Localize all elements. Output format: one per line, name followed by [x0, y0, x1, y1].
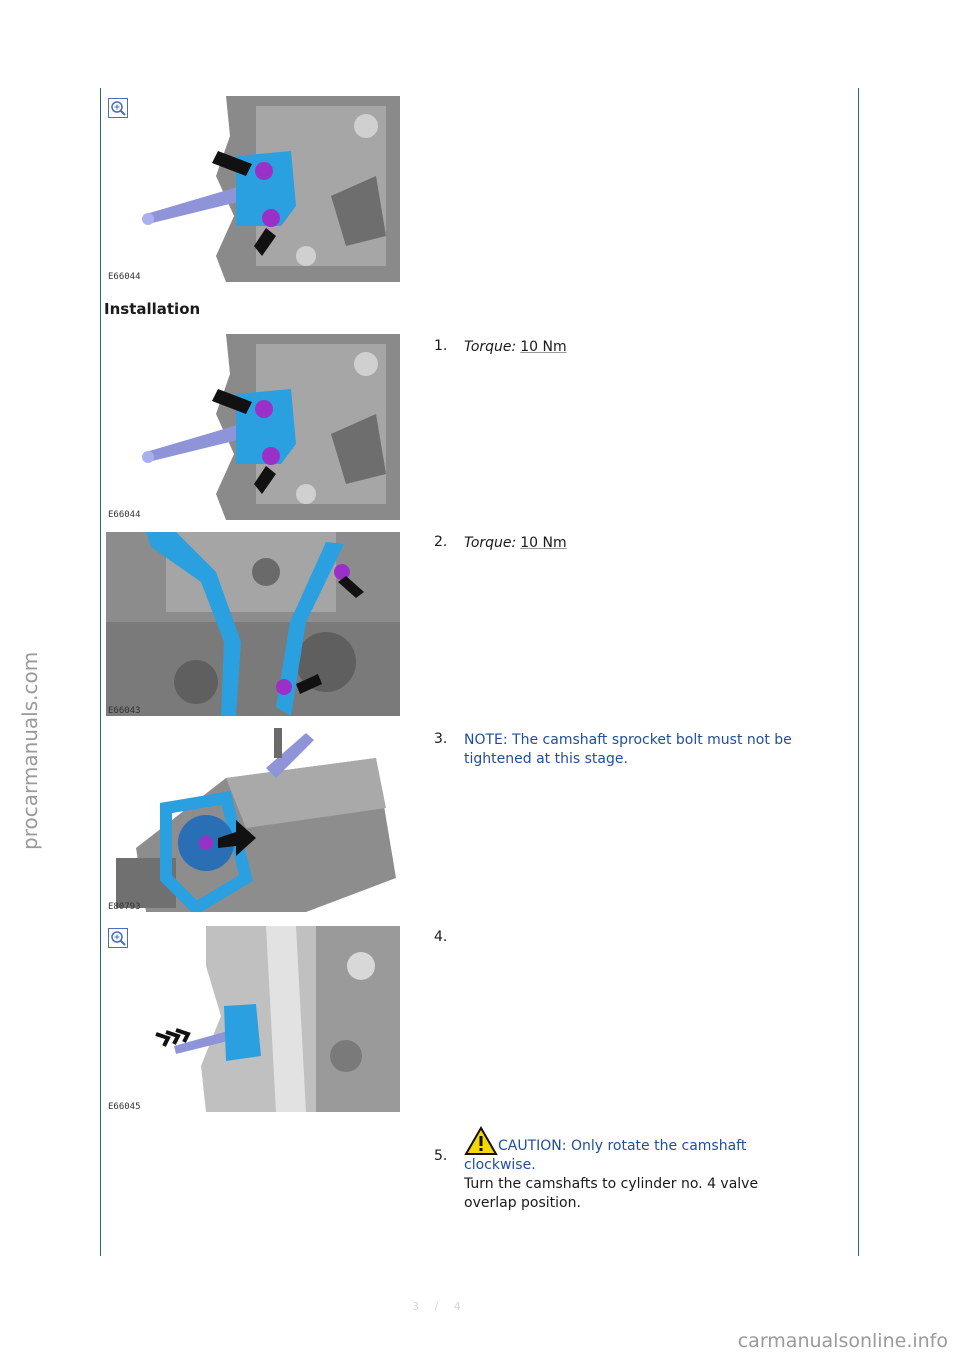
right-rule	[858, 88, 859, 1256]
zoom-magnify-icon[interactable]	[108, 98, 128, 118]
section-heading: Installation	[104, 300, 201, 318]
step-4-number: 4.	[434, 929, 448, 945]
step-3-number: 3.	[434, 731, 448, 747]
caution-text: CAUTION: Only rotate the camshaft clockw…	[464, 1138, 747, 1173]
step-1-text: Torque:10 Nm	[464, 338, 834, 357]
figure-e66044-top[interactable]	[106, 96, 400, 282]
figure-code: E66044	[108, 510, 141, 520]
step-3-note: NOTE: The camshaft sprocket bolt must no…	[464, 732, 792, 767]
figure-code: E66045	[108, 1102, 141, 1112]
watermark-side: procarmanuals.com	[18, 651, 42, 850]
step-5-text: CAUTION: Only rotate the camshaft clockw…	[464, 1125, 804, 1213]
torque-value-link[interactable]: 10 Nm	[520, 339, 567, 355]
step-5-instruction: Turn the camshafts to cylinder no. 4 val…	[464, 1176, 759, 1211]
step-5-number: 5.	[434, 1148, 448, 1164]
torque-label: Torque:	[464, 339, 517, 355]
page-mark: 3 / 4	[412, 1300, 467, 1313]
figure-e66044[interactable]	[106, 334, 400, 520]
zoom-magnify-icon[interactable]	[108, 928, 128, 948]
figure-code: E66043	[108, 706, 141, 716]
figure-code: E80793	[108, 902, 141, 912]
figure-e80793[interactable]	[106, 728, 400, 912]
figure-e66043[interactable]	[106, 532, 400, 716]
torque-label: Torque:	[464, 535, 517, 551]
step-1-number: 1.	[434, 338, 448, 354]
torque-value-link[interactable]: 10 Nm	[520, 535, 567, 551]
left-rule	[100, 88, 101, 1256]
step-2-number: 2.	[434, 534, 448, 550]
figure-e66045[interactable]	[106, 926, 400, 1112]
step-2-text: Torque:10 Nm	[464, 534, 834, 553]
caution-triangle-icon	[464, 1125, 498, 1156]
figure-code: E66044	[108, 272, 141, 282]
watermark-bottom: carmanualsonline.info	[737, 1330, 948, 1352]
